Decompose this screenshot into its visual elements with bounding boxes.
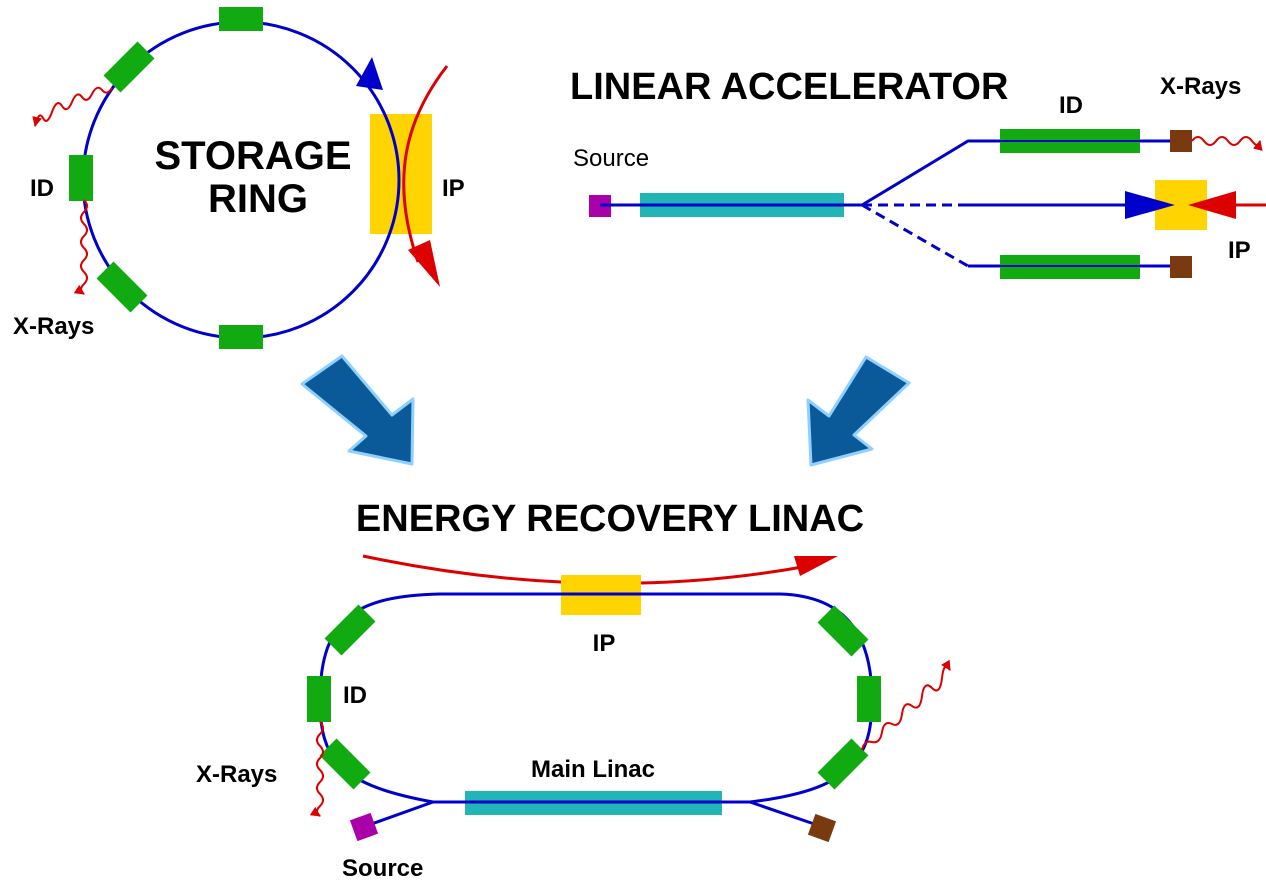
ring-photon-beam <box>402 65 449 263</box>
linac-upper-dump <box>1170 130 1192 152</box>
erl-source <box>349 812 379 842</box>
linac-id-label: ID <box>1059 92 1083 119</box>
energy-recovery-linac: ENERGY RECOVERY LINAC IP ID X-Rays Main … <box>196 498 951 882</box>
erl-xray-right <box>861 659 951 751</box>
erl-dump <box>807 813 837 843</box>
linac-xray-out <box>1191 136 1263 151</box>
erl-photon-arrowhead <box>794 556 838 576</box>
erl-source-label: Source <box>342 855 423 882</box>
erl-xray-left <box>309 721 324 817</box>
erl-id-upper-left <box>324 604 376 656</box>
linac-lower-branch-dashed <box>861 203 969 268</box>
ring-id-upper-left <box>103 41 155 93</box>
erl-dump-line <box>749 800 821 828</box>
erl-title: ENERGY RECOVERY LINAC <box>356 498 864 540</box>
erl-id-lower-left <box>319 738 371 790</box>
erl-id-left <box>307 676 331 722</box>
ring-photon-arrowhead <box>408 240 440 287</box>
storage-ring-title-line1: STORAGE <box>154 134 351 178</box>
linac-lower-dump <box>1170 256 1192 278</box>
ring-ip-label: IP <box>442 175 465 202</box>
erl-main-linac-label: Main Linac <box>531 756 655 783</box>
big-arrow-right <box>806 355 911 467</box>
ring-interaction-point <box>370 114 432 234</box>
storage-ring-title-line2: RING <box>208 177 308 221</box>
linear-accelerator: LINEAR ACCELERATOR Source ID X-Rays IP <box>570 66 1266 279</box>
erl-injection-line <box>365 800 434 828</box>
transition-arrows <box>300 354 911 467</box>
ring-id-left <box>69 155 93 201</box>
erl-xrays-label: X-Rays <box>196 761 277 788</box>
linac-source-label: Source <box>573 145 649 172</box>
storage-ring: STORAGE RING ID IP X-Rays <box>13 7 465 349</box>
erl-ip-label: IP <box>593 630 616 657</box>
erl-id-right <box>857 676 881 722</box>
big-arrow-left <box>300 354 415 466</box>
erl-id-lower-right <box>817 738 869 790</box>
linac-beam-arrowhead <box>1125 191 1175 219</box>
linac-title: LINEAR ACCELERATOR <box>570 66 1008 108</box>
erl-id-upper-right <box>817 605 869 657</box>
ring-xray-upper <box>32 86 113 127</box>
erl-id-label: ID <box>343 682 367 709</box>
linac-ip-label: IP <box>1228 237 1251 264</box>
ring-id-label: ID <box>30 175 54 202</box>
ring-xrays-label: X-Rays <box>13 313 94 340</box>
ring-xray-lower <box>73 199 88 295</box>
linac-laser-arrowhead <box>1188 191 1236 219</box>
ring-direction-arrow <box>356 57 383 90</box>
linac-xrays-label: X-Rays <box>1160 73 1241 100</box>
ring-id-top <box>219 7 263 31</box>
ring-id-lower-left <box>96 261 148 313</box>
ring-id-bottom <box>219 325 263 349</box>
